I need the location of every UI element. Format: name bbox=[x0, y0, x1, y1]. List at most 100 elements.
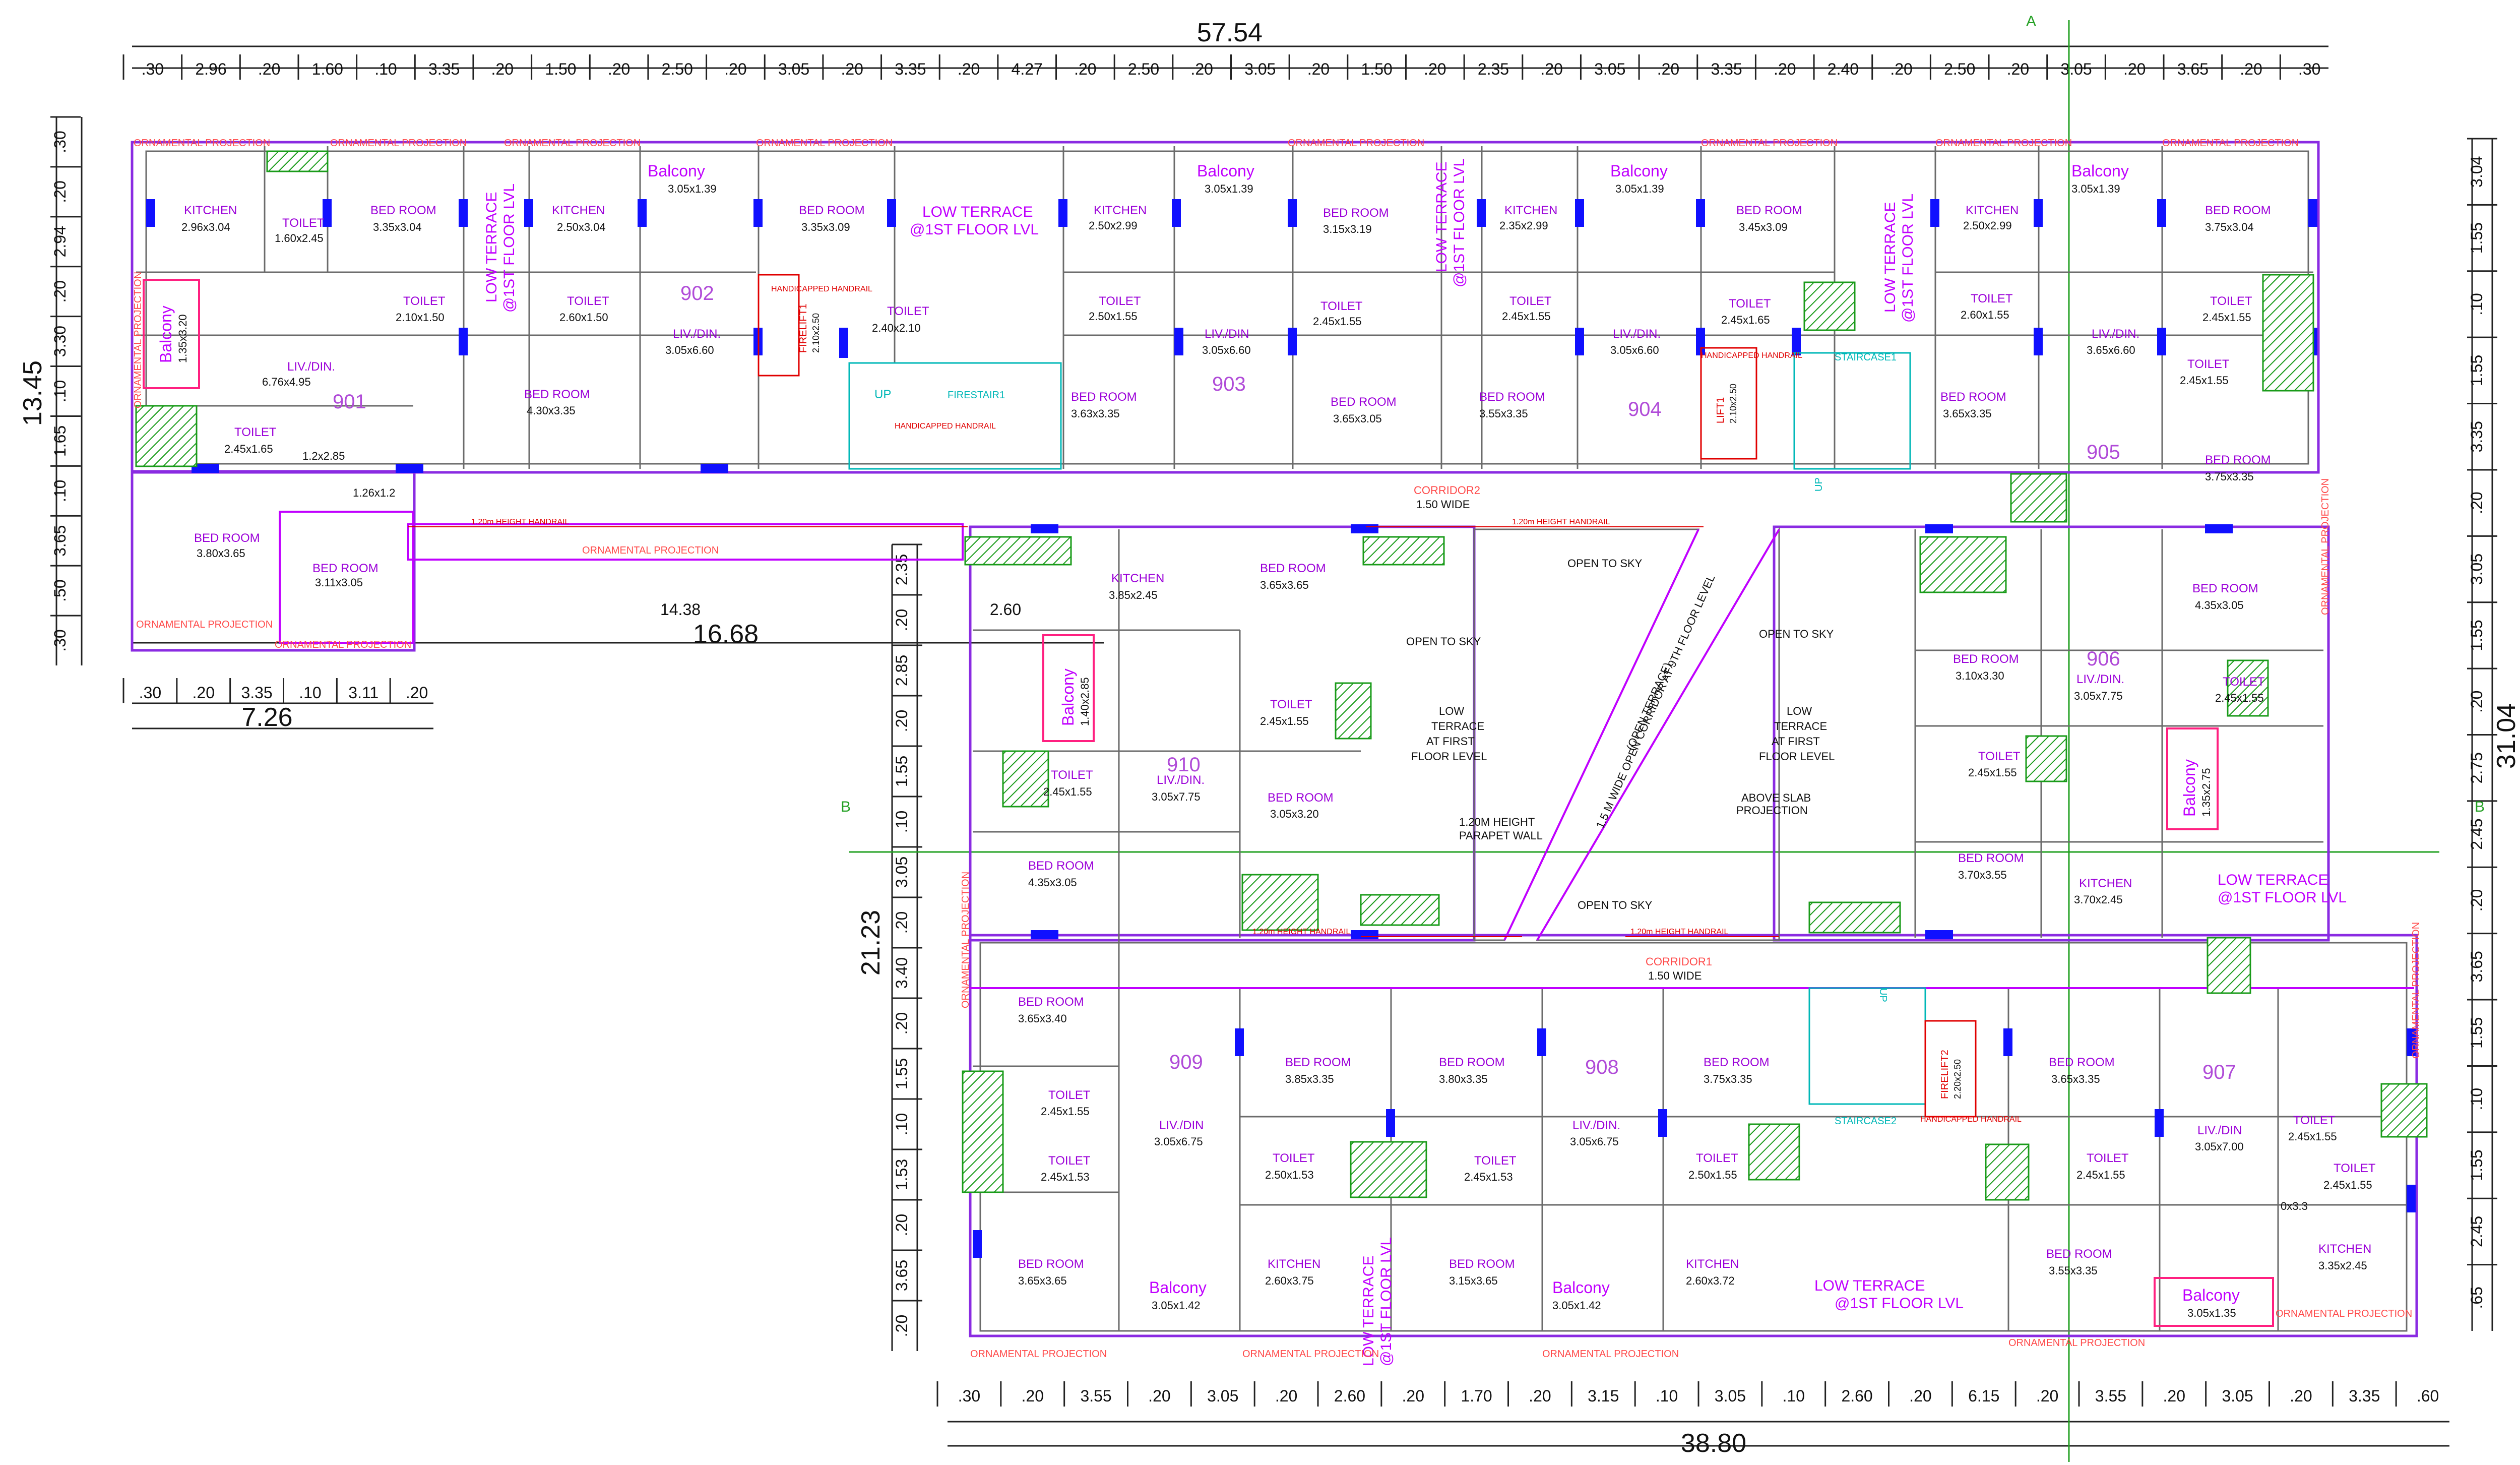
left-dimension: .50 bbox=[51, 579, 69, 601]
room-size: 3.75x3.35 bbox=[2205, 470, 2254, 483]
room-size: 2.45x1.55 bbox=[2202, 311, 2251, 324]
room-name: TOILET bbox=[2187, 357, 2230, 371]
left-wing-dimension: 3.11 bbox=[348, 684, 379, 702]
mid-dimension: .10 bbox=[893, 811, 911, 833]
room-name: TOILET bbox=[2223, 675, 2265, 689]
terrace-line2: @1ST FLOOR LVL bbox=[910, 221, 1039, 238]
left-dimension: .30 bbox=[51, 629, 69, 651]
mid-dimension: 3.65 bbox=[893, 1260, 911, 1291]
unit-number: 908 bbox=[1585, 1056, 1619, 1078]
bottom-dimension: 6.15 bbox=[1968, 1387, 1999, 1405]
balconies: Balcony 1.35x3.20 Balcony 3.05x1.39 Balc… bbox=[143, 162, 2274, 1327]
room-size: 3.70x3.55 bbox=[1958, 869, 2007, 881]
room-name: BED ROOM bbox=[1439, 1056, 1505, 1069]
room-size: 2.60x1.55 bbox=[1961, 309, 2009, 321]
balcony-size: 3.05x1.42 bbox=[1152, 1299, 1201, 1312]
right-dimension: 2.75 bbox=[2468, 752, 2486, 783]
right-dimension: 2.45 bbox=[2468, 1216, 2486, 1247]
staircases: FIRESTAIR1 UP STAIRCASE1 UP STAIRCASE2 U… bbox=[771, 285, 2022, 1127]
room-name: BED ROOM bbox=[370, 204, 436, 217]
room-name: KITCHEN bbox=[1094, 204, 1147, 217]
bottom-dimension: .20 bbox=[1148, 1387, 1170, 1405]
room-name: BED ROOM bbox=[799, 204, 865, 217]
room-size: 3.85x3.35 bbox=[1285, 1073, 1334, 1085]
svg-text:ORNAMENTAL PROJECTION: ORNAMENTAL PROJECTION bbox=[2008, 1337, 2145, 1349]
wing-width-total: 16.68 bbox=[693, 620, 759, 649]
room-size: 3.63x3.35 bbox=[1071, 407, 1120, 420]
firestair1-up: UP bbox=[874, 388, 891, 401]
top-total-dimension: 57.54 bbox=[1197, 18, 1263, 47]
room-size: 3.65x3.05 bbox=[1333, 412, 1382, 425]
svg-text:ORNAMENTAL PROJECTION: ORNAMENTAL PROJECTION bbox=[582, 545, 719, 556]
room-name: TOILET bbox=[1509, 294, 1552, 308]
room-size: 6.76x4.95 bbox=[262, 376, 311, 388]
room-size: 3.11x3.05 bbox=[315, 576, 363, 589]
above-slab-note: PROJECTION bbox=[1736, 804, 1808, 817]
room-size: 3.05x6.60 bbox=[1202, 344, 1251, 356]
top-dimension: 1.50 bbox=[1361, 60, 1393, 78]
room-name: BED ROOM bbox=[1285, 1056, 1351, 1069]
bottom-dimension: .10 bbox=[1783, 1387, 1805, 1405]
top-dimension: 3.05 bbox=[1244, 60, 1276, 78]
terrace-line2: @1ST FLOOR LVL bbox=[501, 184, 518, 313]
handicapped-handrail-2: HANDICAPPED HANDRAIL bbox=[771, 285, 872, 293]
bottom-dimension: .20 bbox=[1402, 1387, 1424, 1405]
staircase1-label: STAIRCASE1 bbox=[1835, 352, 1897, 363]
room-name: TOILET bbox=[1048, 1154, 1091, 1168]
unit-number: 904 bbox=[1628, 398, 1662, 420]
top-dimension: .20 bbox=[608, 60, 630, 78]
room-name: BED ROOM bbox=[1331, 395, 1397, 409]
room-name: LIV./DIN bbox=[2197, 1124, 2242, 1137]
room-size: 2.45x1.55 bbox=[2215, 692, 2264, 704]
room-size: 2.35x2.99 bbox=[1499, 219, 1548, 232]
room-size: 3.05x7.00 bbox=[2195, 1140, 2244, 1153]
top-dimension: .20 bbox=[1657, 60, 1679, 78]
bottom-dimension: .20 bbox=[1275, 1387, 1297, 1405]
room-size: 2.45x1.55 bbox=[1041, 1105, 1090, 1118]
handrail-note: 1.20m HEIGHT HANDRAIL bbox=[471, 518, 570, 526]
low-terrace-note-left: LOW TERRACE AT FIRST FLOOR LEVEL bbox=[1411, 705, 1487, 763]
balcony-size: 3.05x1.39 bbox=[668, 182, 717, 195]
right-dimension: 1.55 bbox=[2468, 355, 2486, 386]
balcony-size: 3.05x1.35 bbox=[2187, 1307, 2236, 1319]
top-dimension: .20 bbox=[1890, 60, 1912, 78]
top-dimension: .20 bbox=[1774, 60, 1796, 78]
bottom-dimension: 2.60 bbox=[1841, 1387, 1872, 1405]
top-dimension: 3.05 bbox=[778, 60, 809, 78]
low-terrace-note-right: LOW TERRACE AT FIRST FLOOR LEVEL bbox=[1759, 705, 1835, 763]
svg-text:AT FIRST: AT FIRST bbox=[1772, 735, 1820, 748]
room-name: BED ROOM bbox=[312, 562, 379, 575]
room-name: TOILET bbox=[2293, 1114, 2336, 1127]
room-size: 3.05x7.75 bbox=[1152, 790, 1201, 803]
top-dimension: .20 bbox=[958, 60, 980, 78]
room-size: 3.05x6.75 bbox=[1154, 1135, 1203, 1148]
corridor2-width: 1.50 WIDE bbox=[1416, 498, 1470, 511]
corridor1-name: CORRIDOR1 bbox=[1646, 955, 1712, 968]
room-name: TOILET bbox=[567, 294, 609, 308]
svg-text:ORNAMENTAL PROJECTION: ORNAMENTAL PROJECTION bbox=[275, 639, 411, 650]
room-size: 3.65x3.65 bbox=[1018, 1274, 1067, 1287]
bottom-dimension: 3.55 bbox=[1080, 1387, 1111, 1405]
svg-text:ORNAMENTAL PROJECTION: ORNAMENTAL PROJECTION bbox=[2411, 922, 2422, 1059]
left-dimension: 2.94 bbox=[51, 226, 69, 257]
left-wing-total: 7.26 bbox=[241, 703, 292, 732]
room-size: 3.10x3.30 bbox=[1956, 669, 2004, 682]
terrace-line2: @1ST FLOOR LVL bbox=[1378, 1237, 1395, 1366]
room-name: KITCHEN bbox=[2318, 1242, 2371, 1256]
right-dimension: .20 bbox=[2468, 889, 2486, 911]
room-size: 1.60x2.45 bbox=[275, 232, 324, 245]
top-dimension: 2.96 bbox=[195, 60, 226, 78]
unit-number: 903 bbox=[1212, 373, 1246, 395]
bottom-dimension: .60 bbox=[2417, 1387, 2439, 1405]
bottom-dimension: .10 bbox=[1656, 1387, 1678, 1405]
top-dimension: .20 bbox=[1074, 60, 1096, 78]
terrace-line1: LOW TERRACE bbox=[1433, 162, 1450, 272]
atrium-notes: OPEN TO SKY OPEN TO SKY OPEN TO SKY OPEN… bbox=[1406, 557, 1835, 911]
mid-dimension: 1.55 bbox=[893, 756, 911, 787]
room-size: 2.45x1.55 bbox=[2180, 374, 2229, 387]
grid-label-b-left: B bbox=[841, 799, 851, 815]
terrace-line1: LOW TERRACE bbox=[2218, 872, 2328, 888]
left-dimension-chain: 13.45 .30.202.94.203.30.101.65.103.65.50… bbox=[18, 116, 83, 665]
wing-gap-dim: 2.60 bbox=[990, 600, 1021, 619]
left-wing-dimension: 3.35 bbox=[241, 684, 272, 702]
